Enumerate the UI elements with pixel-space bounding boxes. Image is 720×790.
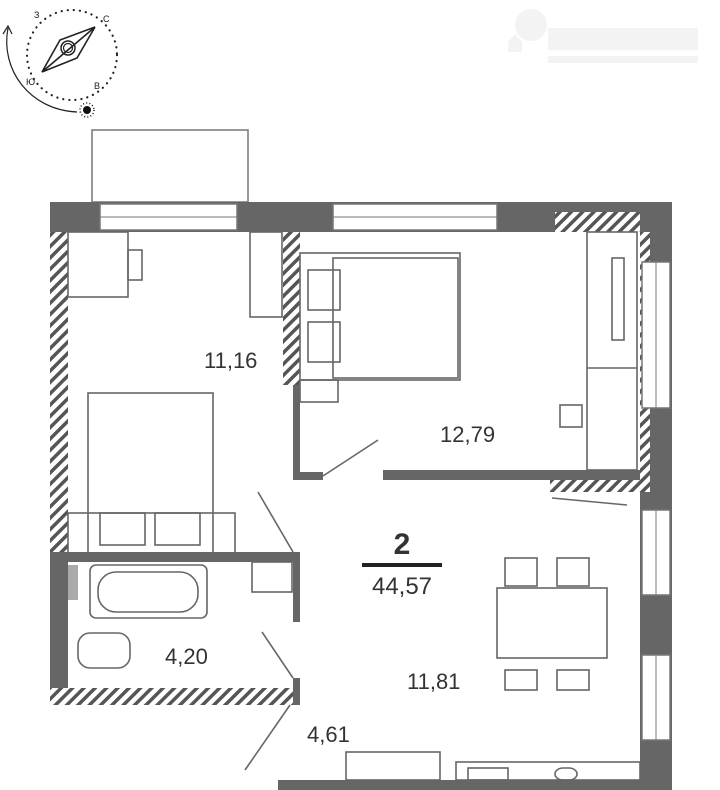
balcony [91,129,249,203]
compass-north-label: С [103,14,110,24]
room-area-kitchen: 11,81 [407,669,460,694]
compass-needle-icon [41,26,96,73]
compass-south-label: Ю [26,77,35,87]
windows [99,203,671,741]
bed-right [299,252,461,381]
rooms-count: 2 [394,528,411,561]
watermark-logo [508,9,698,63]
tv [611,257,625,341]
room-area-left: 11,16 [204,348,257,373]
compass-east-label: В [94,81,100,91]
bed-left [87,392,214,554]
total-area: 44,57 [372,573,432,600]
radiator-hall [345,751,441,781]
dining-table [496,587,608,659]
furniture [67,231,641,781]
sun-icon [79,102,95,118]
room-area-bathroom: 4,20 [165,644,208,669]
doors [244,439,379,771]
room-area-bedroom: 12,79 [440,422,495,447]
sink [251,561,293,593]
room-area-hallway: 4,61 [307,722,350,747]
desk [586,231,638,471]
toilet [77,632,131,669]
rotation-arrow-icon [2,24,78,113]
radiator [249,231,283,318]
walls [50,202,672,790]
compass-west-label: З [34,10,39,20]
compass: З С Ю В [2,8,119,118]
bathtub [89,564,208,619]
kitchen-counter [455,761,641,781]
divider [362,563,442,567]
